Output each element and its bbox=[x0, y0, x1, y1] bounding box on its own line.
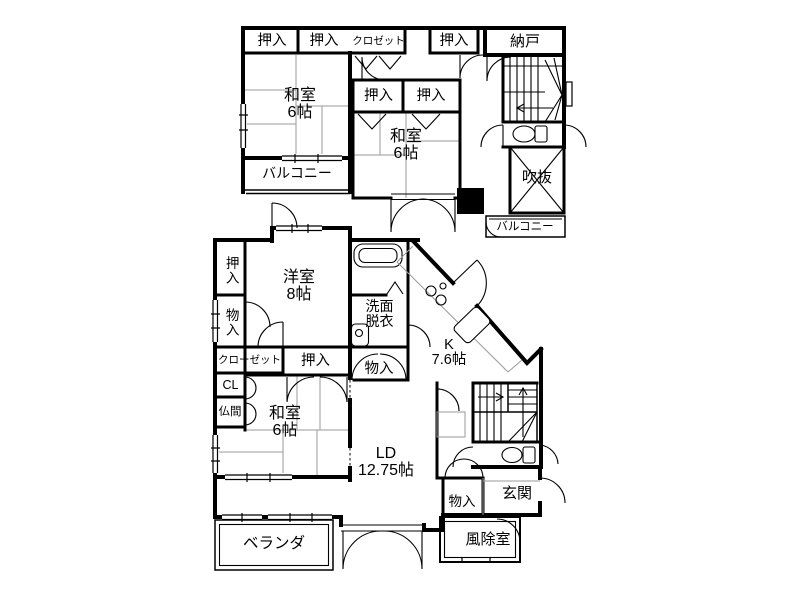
label-2f-oshiire-a: 押入 bbox=[257, 32, 287, 49]
label-1f-monoire-bottom: 物入 bbox=[448, 494, 476, 510]
doors-2f bbox=[354, 54, 587, 233]
label-1f-genkan: 玄関 bbox=[501, 485, 532, 503]
label-1f-youshitsu: 洋室 8帖 bbox=[282, 269, 315, 303]
label-1f-senmen: 洗面 脱衣 bbox=[365, 298, 394, 329]
kitchen-back-door bbox=[452, 259, 487, 307]
windbreak-room bbox=[439, 516, 521, 563]
label-1f-oshiire-mid: 押入 bbox=[301, 353, 330, 370]
fusuma-marks bbox=[347, 380, 353, 466]
label-1f-cl: CL bbox=[222, 377, 239, 392]
entry-door-1f bbox=[539, 477, 566, 504]
ld-terrace-doors bbox=[341, 524, 424, 570]
label-2f-balcony-right: バルコニー bbox=[496, 220, 554, 233]
label-1f-monoire-mid: 物入 bbox=[364, 360, 394, 377]
kitchen-counter bbox=[396, 245, 523, 373]
atrium-cross-icon bbox=[509, 146, 565, 214]
pillar-black-square bbox=[457, 188, 484, 214]
windows-2f bbox=[239, 81, 573, 163]
label-2f-oshiire-c: 押入 bbox=[439, 32, 469, 49]
label-1f-washitsu: 和室 6帖 bbox=[268, 405, 301, 439]
label-1f-butsuma: 仏間 bbox=[218, 405, 242, 418]
label-2f-closet: クロゼット bbox=[352, 34, 405, 47]
label-2f-oshiire-b: 押入 bbox=[309, 32, 339, 49]
walls-2f-interior bbox=[241, 26, 566, 215]
kitchen-sink-icon bbox=[453, 306, 491, 344]
balcony-2f-left bbox=[243, 189, 350, 195]
label-1f-fujyoshitsu: 風除室 bbox=[465, 531, 511, 549]
label-2f-washitsu-center: 和室 6帖 bbox=[389, 128, 422, 162]
label-1f-ld: LD 12.75帖 bbox=[357, 445, 415, 479]
label-2f-fukinuke: 吹抜 bbox=[521, 169, 552, 187]
label-2f-balcony-left: バルコニー bbox=[262, 164, 332, 181]
label-1f-kitchen: K 7.6帖 bbox=[431, 336, 467, 368]
tatami-grid-2f-center bbox=[353, 112, 460, 198]
bath-fold-door bbox=[386, 281, 404, 295]
toilet-icon-2f bbox=[512, 125, 548, 143]
stove-icon bbox=[425, 282, 447, 306]
tatami-grid-1f bbox=[218, 375, 350, 477]
label-2f-washitsu-left: 和室 6帖 bbox=[283, 87, 316, 121]
label-2f-oshiire-e: 押入 bbox=[416, 88, 446, 105]
balcony-2f-right bbox=[485, 215, 566, 238]
label-1f-oshiire-top: 押入 bbox=[223, 256, 239, 285]
label-1f-closet: クローゼット bbox=[218, 354, 281, 367]
stairs-2f bbox=[503, 57, 564, 123]
tatami-grid-2f-left bbox=[243, 55, 350, 158]
toilet-icon-1f bbox=[501, 444, 559, 465]
doors-1f bbox=[244, 301, 484, 479]
windows-1f bbox=[211, 224, 332, 522]
genkan-step-lines bbox=[482, 478, 540, 515]
label-2f-nando: 納戸 bbox=[509, 32, 540, 50]
label-2f-oshiire-d: 押入 bbox=[364, 88, 393, 105]
label-1f-veranda: ベランダ bbox=[242, 534, 305, 552]
veranda-outline bbox=[214, 519, 334, 571]
stairs-1f bbox=[473, 383, 538, 443]
label-1f-monoire-top: 物入 bbox=[223, 308, 239, 337]
door-bump-1f bbox=[271, 202, 298, 229]
washbasin-icon bbox=[350, 323, 370, 347]
bathtub-icon bbox=[353, 243, 403, 268]
